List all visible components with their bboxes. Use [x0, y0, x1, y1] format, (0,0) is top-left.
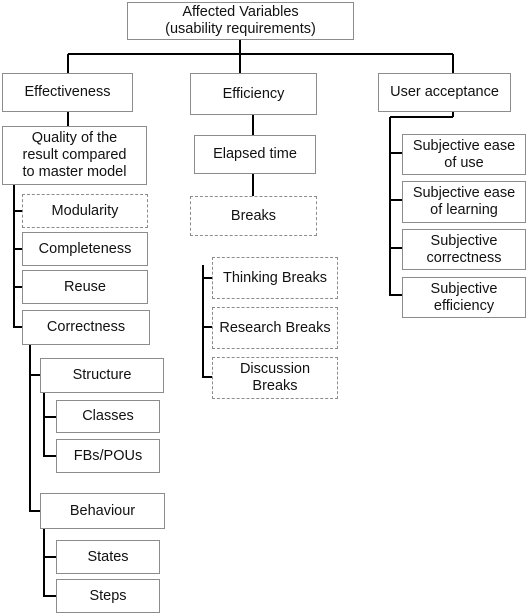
subjective-ease-of-use-node: Subjective ease of use: [402, 134, 526, 175]
reuse-node: Reuse: [22, 270, 148, 304]
behaviour-node: Behaviour: [40, 493, 165, 529]
effectiveness-node: Effectiveness: [2, 73, 133, 112]
completeness-node: Completeness: [22, 232, 148, 266]
breaks-node: Breaks: [190, 196, 317, 236]
root-node: Affected Variables (usability requiremen…: [127, 2, 354, 40]
user-acceptance-node: User acceptance: [378, 73, 511, 112]
quality-node: Quality of the result compared to master…: [2, 126, 147, 185]
classes-node: Classes: [56, 400, 160, 433]
states-node: States: [56, 540, 160, 574]
subjective-efficiency-node: Subjective efficiency: [402, 277, 526, 318]
fbs-pous-node: FBs/POUs: [56, 439, 160, 473]
thinking-breaks-node: Thinking Breaks: [212, 257, 338, 299]
modularity-node: Modularity: [22, 194, 148, 228]
elapsed-time-node: Elapsed time: [194, 135, 316, 174]
steps-node: Steps: [56, 579, 160, 613]
structure-node: Structure: [40, 358, 164, 393]
subjective-correctness-node: Subjective correctness: [402, 229, 526, 270]
discussion-breaks-node: Discussion Breaks: [212, 357, 338, 399]
efficiency-node: Efficiency: [190, 73, 317, 115]
subjective-ease-of-learning-node: Subjective ease of learning: [402, 181, 526, 223]
research-breaks-node: Research Breaks: [212, 307, 338, 349]
correctness-node: Correctness: [22, 310, 150, 345]
